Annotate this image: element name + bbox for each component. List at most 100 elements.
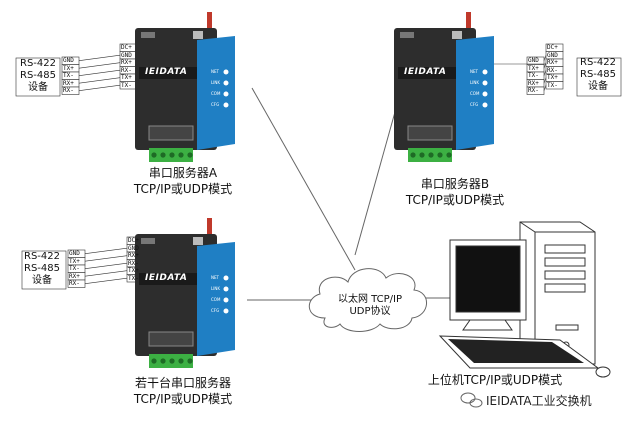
device-box <box>21 250 67 290</box>
led-label-com: COM <box>470 91 480 96</box>
device-panel <box>197 242 235 356</box>
terminal-screw-icon <box>169 358 175 364</box>
antenna-icon <box>466 12 471 28</box>
device-panel <box>197 36 235 150</box>
device-box <box>576 57 622 97</box>
terminal-screw-icon <box>160 152 166 158</box>
host-computer <box>438 221 611 378</box>
pin-cell <box>67 279 86 288</box>
wire <box>84 255 128 262</box>
pin-cell <box>61 86 80 95</box>
brand-logo: IEIDATA <box>404 67 447 77</box>
led-link-icon <box>223 286 229 292</box>
pc-tower <box>519 221 596 365</box>
brand-strip <box>139 67 197 79</box>
brand-strip <box>398 67 456 79</box>
sim-slot-icon <box>193 31 203 39</box>
sim-slot-icon <box>452 31 462 39</box>
server-a-caption: 串口服务器A TCP/IP或UDP模式 <box>133 166 233 196</box>
led-link-icon <box>482 80 488 86</box>
pin-label-right: TX+ <box>121 74 132 81</box>
pin-label-right: RX+ <box>121 59 132 66</box>
pc-mouse <box>595 366 611 378</box>
terminal-screw-icon <box>178 152 184 158</box>
host-caption: 上位机TCP/IP或UDP模式 <box>427 373 563 387</box>
server-b-caption: 串口服务器B TCP/IP或UDP模式 <box>405 177 505 207</box>
led-label-cfg: CFG <box>211 308 220 313</box>
pin-label-left: TX- <box>63 72 74 79</box>
led-label-link: LINK <box>211 80 221 85</box>
wire <box>543 85 547 91</box>
brand-logo: IEIDATA <box>145 273 188 283</box>
serial-port <box>148 331 194 347</box>
led-net-icon <box>482 69 488 75</box>
serial-port <box>148 125 194 141</box>
pc-keyboard <box>438 335 600 369</box>
server-c-device-label: RS-422 RS-485 设备 <box>24 251 60 286</box>
led-net-icon <box>223 275 229 281</box>
device-body <box>394 28 476 150</box>
pin-label-left: RX- <box>69 280 80 287</box>
terminal-screw-icon <box>437 152 443 158</box>
pin-label-right: RX- <box>547 66 558 74</box>
pin-label-left: RX+ <box>528 79 539 87</box>
pin-label-left: GND <box>528 57 539 64</box>
server-b-device-label: RS-422 RS-485 设备 <box>580 57 616 92</box>
terminal-screw-icon <box>169 152 175 158</box>
led-cfg-icon <box>223 102 229 108</box>
server-c-caption: 若干台串口服务器 TCP/IP或UDP模式 <box>133 376 233 406</box>
pin-label-right: TX- <box>547 81 558 89</box>
led-cfg-icon <box>223 308 229 314</box>
ethernet-cloud <box>308 268 427 332</box>
serial-server-b <box>394 12 494 162</box>
pin-label-right: GND <box>121 51 132 59</box>
pin-label-left: RX+ <box>69 272 80 280</box>
cloud-label: 以太网 TCP/IP UDP协议 <box>337 294 403 317</box>
serial-server-c <box>135 218 235 368</box>
terminal-screw-icon <box>178 358 184 364</box>
pin-label-left: GND <box>63 57 74 64</box>
led-cfg-icon <box>482 102 488 108</box>
terminal-screw-icon <box>151 358 157 364</box>
terminal-screw-icon <box>151 152 157 158</box>
line-b-cloud <box>354 111 396 256</box>
pin-label-left: TX+ <box>63 64 74 72</box>
network-lines <box>247 87 452 301</box>
led-label-link: LINK <box>470 80 480 85</box>
pin-label-left: TX- <box>69 265 80 272</box>
pin-label-right: RX- <box>128 259 139 267</box>
led-label-com: COM <box>211 91 221 96</box>
pin-label-left: TX+ <box>528 64 539 72</box>
brand-strip <box>139 273 197 285</box>
line-a-cloud <box>251 87 356 271</box>
wire <box>543 77 547 84</box>
devices-group <box>135 12 494 368</box>
sim-slot-icon <box>193 237 203 245</box>
pin-label-right: DC+ <box>128 237 139 244</box>
device-body <box>135 28 217 150</box>
antenna-icon <box>207 218 212 234</box>
led-label-cfg: CFG <box>211 102 220 107</box>
led-label-net: NET <box>211 275 219 280</box>
terminal-screw-icon <box>160 358 166 364</box>
serial-server-a <box>135 12 235 162</box>
pin-label-right: RX+ <box>547 59 558 66</box>
port-icon <box>141 32 155 38</box>
pin-wiring-b <box>494 43 622 97</box>
pin-label-left: GND <box>69 250 80 257</box>
led-label-net: NET <box>470 69 478 74</box>
pin-label-left: RX- <box>63 87 74 94</box>
pin-label-right: TX- <box>128 274 139 282</box>
pin-label-left: TX- <box>528 72 539 79</box>
led-com-icon <box>223 91 229 97</box>
antenna-icon <box>207 12 212 28</box>
pin-label-left: RX+ <box>63 79 74 87</box>
terminal-screw-icon <box>187 152 193 158</box>
led-label-link: LINK <box>211 286 221 291</box>
pin-label-right: RX- <box>121 66 132 74</box>
terminal-screw-icon <box>410 152 416 158</box>
wechat-icon <box>460 392 483 408</box>
wire <box>543 62 547 69</box>
